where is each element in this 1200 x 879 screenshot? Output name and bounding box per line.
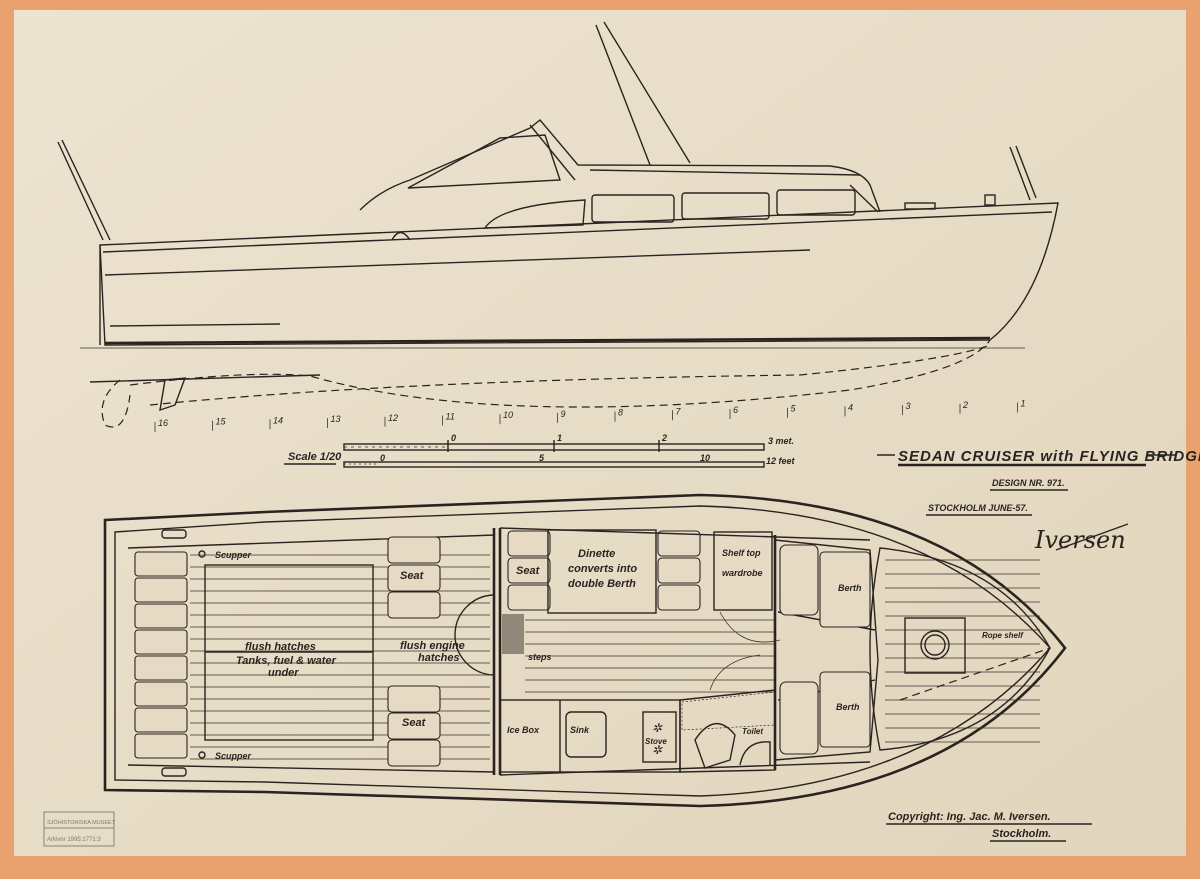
seat-cushion — [387, 536, 441, 564]
scale-bar: Scale 1/20 0 1 2 3 met. 0 5 10 12 feet — [284, 433, 796, 468]
station-marks: 16 15 14 13 12 11 10 9 8 7 6 5 4 3 2 1 — [154, 399, 1026, 432]
station-number: 11 — [446, 412, 455, 422]
cockpit-cushion — [134, 577, 188, 603]
station-number: 16 — [158, 418, 168, 428]
label-ice-box: Ice Box — [507, 725, 540, 735]
label-rope-shelf: Rope shelf — [982, 631, 1024, 640]
scale-tick: 1 — [557, 433, 562, 443]
station-number: 9 — [561, 409, 566, 419]
label-tanks: Tanks, fuel & water — [236, 655, 337, 667]
paper — [14, 10, 1186, 856]
dinette-cushion — [657, 584, 701, 611]
scale-label: Scale 1/20 — [288, 451, 342, 463]
label-wardrobe: wardrobe — [722, 568, 763, 578]
label-berth: Berth — [838, 583, 862, 593]
place-date: STOCKHOLM JUNE-57. — [928, 503, 1028, 513]
cockpit-cushion — [134, 733, 188, 759]
cockpit-cushion — [134, 603, 188, 629]
station-number: 12 — [388, 413, 398, 423]
label-seat: Seat — [516, 565, 541, 577]
label-toilet: Toilet — [742, 727, 763, 736]
label-scupper: Scupper — [215, 751, 252, 761]
burner-icon: ✲ — [652, 721, 663, 735]
dinette-cushion — [657, 557, 701, 584]
label-flush-hatches: flush hatches — [245, 641, 316, 653]
label-seat: Seat — [402, 717, 427, 729]
station-number: 5 — [791, 404, 797, 414]
scale-unit-meters: 3 met. — [768, 436, 794, 446]
label-dinette: double Berth — [568, 578, 636, 590]
scale-tick: 2 — [661, 433, 667, 443]
station-number: 10 — [503, 410, 513, 420]
station-number: 15 — [216, 417, 227, 427]
burner-icon: ✲ — [652, 743, 663, 757]
seat-cushion — [387, 712, 441, 740]
scale-tick: 0 — [380, 453, 385, 463]
station-number: 4 — [848, 402, 853, 412]
station-number: 13 — [331, 414, 341, 424]
station-number: 7 — [676, 406, 682, 416]
scale-tick: 10 — [700, 453, 710, 463]
label-dinette: converts into — [568, 563, 637, 575]
archive-stamp: SJÖHISTORISKA MUSEET Arkivnr 1995:1771:3 — [43, 811, 116, 847]
label-scupper: Scupper — [215, 550, 252, 560]
cockpit-cushion — [134, 551, 188, 577]
copyright: Copyright: Ing. Jac. M. Iversen. — [888, 811, 1051, 823]
profile-view — [57, 21, 1059, 428]
label-shelf: Shelf top — [722, 548, 761, 558]
station-number: 2 — [962, 400, 968, 410]
dinette-cushion — [507, 530, 551, 557]
label-under: under — [268, 667, 299, 679]
seat-cushion — [387, 685, 441, 713]
dinette-cushion — [507, 557, 551, 584]
station-number: 6 — [733, 405, 738, 415]
station-number: 1 — [1021, 399, 1026, 409]
stamp-text: Arkivnr 1995:1771:3 — [47, 837, 101, 843]
seat-cushion — [387, 591, 441, 619]
scale-tick: 5 — [539, 453, 545, 463]
label-engine-hatches: hatches — [418, 652, 460, 664]
cockpit-cushion — [134, 629, 188, 655]
design-number: DESIGN NR. 971. — [992, 478, 1065, 488]
label-berth: Berth — [836, 702, 860, 712]
cockpit-cushion — [134, 707, 188, 733]
label-dinette: Dinette — [578, 548, 615, 560]
copyright-city: Stockholm. — [992, 828, 1051, 840]
drawing-title: SEDAN CRUISER with FLYING BRIDGE — [898, 448, 1200, 465]
station-number: 14 — [273, 415, 283, 425]
label-engine-hatches: flush engine — [400, 640, 465, 652]
cockpit-cushion — [134, 655, 188, 681]
plan-view: ✲ ✲ Scupper Scupper flush hatches Tanks,… — [103, 493, 1067, 808]
dinette-cushion — [657, 530, 701, 557]
dinette-cushion — [507, 584, 551, 611]
seat-cushion — [387, 564, 441, 592]
cockpit-cushion — [134, 681, 188, 707]
stamp-text: SJÖHISTORISKA MUSEET — [47, 819, 116, 826]
label-sink: Sink — [570, 725, 590, 735]
label-stove: Stove — [645, 737, 667, 746]
label-seat: Seat — [400, 570, 425, 582]
station-number: 8 — [618, 408, 623, 418]
scale-tick: 0 — [451, 433, 456, 443]
seat-cushion — [387, 739, 441, 767]
station-number: 3 — [906, 401, 911, 411]
label-steps: steps — [528, 652, 552, 662]
scale-unit-feet: 12 feet — [766, 456, 796, 466]
title-block: SEDAN CRUISER with FLYING BRIDGE DESIGN … — [877, 448, 1200, 554]
